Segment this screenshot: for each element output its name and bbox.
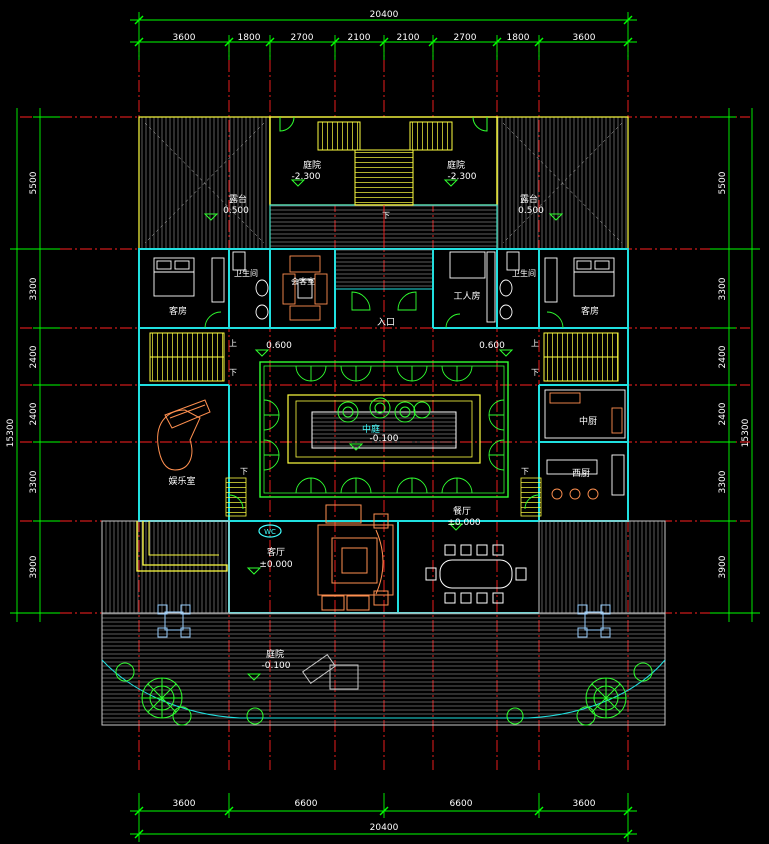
entrance-label: 入口	[377, 317, 395, 328]
courtyard-left-label: 庭院	[303, 159, 321, 171]
servant-room-furniture	[449, 251, 496, 323]
up-left-label: 上	[229, 339, 237, 348]
dining-level: ±0.000	[447, 518, 481, 528]
left-seg-2: 3300	[29, 277, 39, 300]
down-ent-label: 下	[240, 467, 248, 476]
right-seg-5: 3300	[718, 470, 728, 493]
atrium	[259, 361, 509, 498]
top-right-terrace	[496, 116, 629, 250]
right-total: 15300	[741, 418, 751, 447]
down-center-label: 下	[382, 211, 390, 220]
sofa-set-icon	[282, 255, 328, 321]
kitchen-furniture	[544, 389, 626, 500]
top-seg-4: 2100	[348, 33, 371, 43]
bath-right-label: 卫生间	[512, 268, 536, 278]
left-seg-5: 3300	[29, 470, 39, 493]
terrace-right-level: 0.500	[518, 206, 544, 216]
left-seg-1: 5500	[29, 171, 39, 194]
bottom-total: 20400	[370, 823, 399, 833]
down-right-label: 下	[531, 368, 539, 377]
patio-level: -0.100	[261, 661, 290, 671]
piano-icon	[157, 399, 211, 471]
up-right-label: 上	[531, 339, 539, 348]
right-seg-6: 3900	[718, 555, 728, 578]
bottom-seg-2: 6600	[295, 799, 318, 809]
tree-icon	[115, 662, 653, 726]
left-seg-6: 3900	[29, 555, 39, 578]
courtyard-right-level: -2.300	[447, 172, 476, 182]
top-seg-1: 3600	[173, 33, 196, 43]
top-left-terrace	[138, 116, 271, 250]
top-seg-7: 1800	[507, 33, 530, 43]
top-seg-8: 3600	[573, 33, 596, 43]
right-seg-3: 2400	[718, 345, 728, 368]
level-left-label: 0.600	[266, 341, 292, 351]
left-seg-3: 2400	[29, 345, 39, 368]
atrium-level: -0.100	[369, 434, 398, 444]
courtyard-right-label: 庭院	[447, 159, 465, 171]
dining-table-icon	[425, 544, 527, 604]
bottom-seg-1: 3600	[173, 799, 196, 809]
terrace-left-label: 露台	[229, 193, 247, 205]
guest-right-label: 客房	[581, 305, 599, 317]
left-seg-4: 2400	[29, 402, 39, 425]
bottom-seg-3: 6600	[450, 799, 473, 809]
right-seg-4: 2400	[718, 402, 728, 425]
terrace-left-level: 0.500	[223, 206, 249, 216]
living-level: ±0.000	[259, 560, 293, 570]
right-seg-1: 5500	[718, 171, 728, 194]
living-label: 客厅	[267, 546, 285, 558]
level-right-label: 0.600	[479, 341, 505, 351]
left-total: 15300	[6, 418, 16, 447]
chinese-kitchen-label: 中厨	[579, 415, 597, 427]
living-sofa-icon	[317, 504, 394, 611]
sunken-courtyard	[269, 116, 498, 250]
top-seg-2: 1800	[238, 33, 261, 43]
dimension-labels: 20400 3600 1800 2700 2100 2100 2700 1800…	[6, 10, 751, 833]
courtyard-left-level: -2.300	[291, 172, 320, 182]
stairs-left	[149, 332, 225, 382]
top-seg-5: 2100	[397, 33, 420, 43]
atrium-plants	[337, 397, 431, 423]
stairs-right	[543, 332, 619, 382]
servant-label: 工人房	[453, 290, 480, 302]
down-left-label: 下	[229, 368, 237, 377]
western-kitchen-label: 西厨	[572, 468, 590, 479]
bottom-seg-4: 3600	[573, 799, 596, 809]
terrace-right-label: 露台	[520, 193, 538, 205]
wc-badge: WC	[264, 528, 276, 536]
down-kitchen-label: 下	[521, 467, 529, 476]
atrium-label: 中庭	[362, 423, 380, 435]
patio	[101, 612, 666, 726]
guest-left-label: 客房	[169, 305, 187, 317]
dining-label: 餐厅	[453, 505, 471, 517]
top-total: 20400	[370, 10, 399, 20]
bath-left-label: 卫生间	[234, 268, 258, 278]
dimension-ticks	[134, 15, 633, 839]
room-labels: 庭院 -2.300 庭院 -2.300 露台 0.500 露台 0.500 下 …	[168, 159, 599, 671]
reception-label: 会客室	[291, 276, 315, 286]
wc-badge-icon	[258, 524, 282, 538]
patio-label: 庭院	[266, 648, 284, 660]
lower-side-terraces	[101, 520, 666, 614]
level-markers	[203, 179, 564, 681]
entrance-stairs	[334, 248, 434, 290]
atrium-doors	[263, 365, 505, 494]
top-seg-3: 2700	[291, 33, 314, 43]
right-seg-2: 3300	[718, 277, 728, 300]
door-swing-icon	[204, 291, 564, 510]
entertainment-label: 娱乐室	[168, 475, 195, 487]
patio-table-icon	[157, 604, 611, 690]
bathroom-fixtures	[232, 251, 520, 320]
top-seg-6: 2700	[454, 33, 477, 43]
bed-icon	[153, 257, 615, 303]
